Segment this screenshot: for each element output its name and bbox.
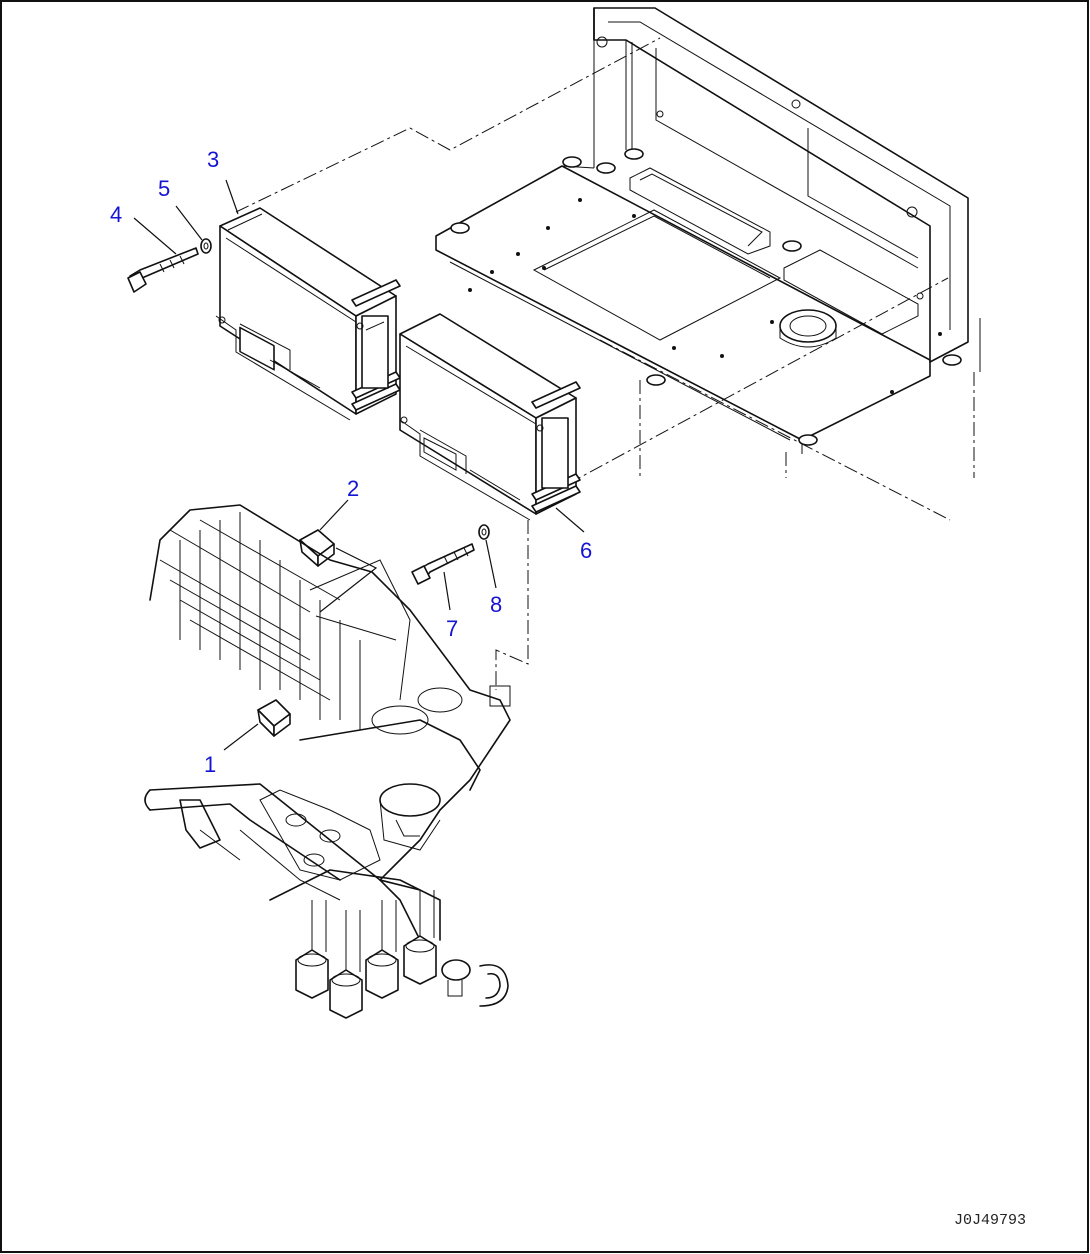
callout-8: 8 — [490, 592, 502, 617]
callout-5: 5 — [158, 176, 170, 201]
bolt-lower — [411, 543, 475, 585]
washer-lower — [478, 524, 490, 540]
fitting-connector-2 — [299, 529, 335, 567]
fitting-connector-1 — [257, 699, 291, 737]
controller-unit-lower — [399, 313, 581, 521]
leader-lines — [133, 179, 585, 751]
controller-unit-upper — [215, 207, 401, 421]
washer-upper — [200, 238, 212, 254]
callout-2: 2 — [347, 476, 359, 501]
mounting-frame — [235, 7, 981, 521]
bolt-upper — [127, 247, 199, 293]
drawing-number: J0J49793 — [954, 1212, 1026, 1229]
callout-4: 4 — [110, 202, 122, 227]
callout-3: 3 — [207, 147, 219, 172]
callout-1: 1 — [204, 752, 216, 777]
callout-6: 6 — [580, 538, 592, 563]
callout-7: 7 — [446, 616, 458, 641]
valve-harness-assembly — [144, 504, 529, 1019]
callouts: 1 2 3 4 5 6 7 8 — [110, 147, 592, 777]
